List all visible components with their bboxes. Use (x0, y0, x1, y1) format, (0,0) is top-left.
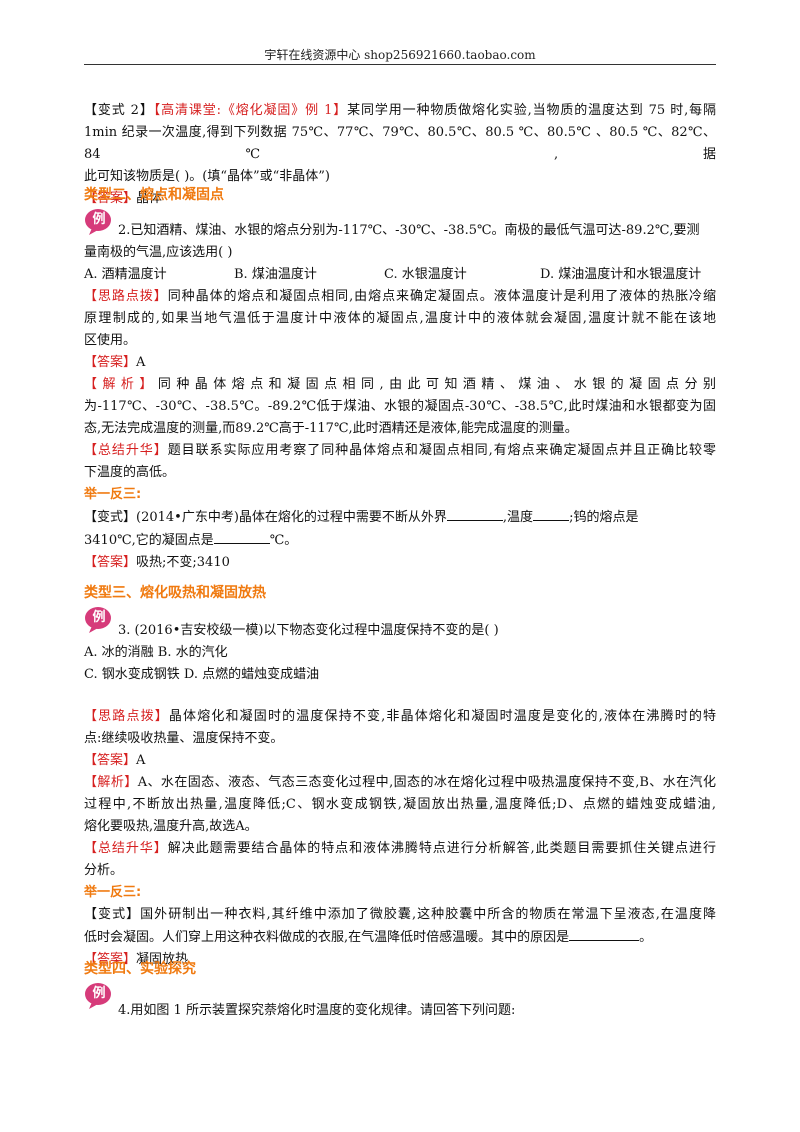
variant2-line1: 【变式 2】【高清课堂:《熔化凝固》例 1】某同学用一种物质做熔化实验,当物质的… (84, 100, 716, 122)
type3-question: 3. (2016•吉安校级一模)以下物态变化过程中温度保持不变的是( ) A. … (84, 620, 716, 971)
type3-analysis-line1: 【解析】A、水在固态、液态、气态三态变化过程中,固态的冰在熔化过程中吸热温度保持… (84, 772, 716, 794)
answer-text: 晶体 (136, 191, 163, 206)
variant2-line2: 1min 纪录一次温度,得到下列数据 75℃、77℃、79℃、80.5℃、80.… (84, 125, 716, 162)
badge-label: 例 (92, 212, 106, 227)
type3-variant-line1: 【变式】国外研制出一种衣料,其纤维中添加了微胶囊,这种胶囊中所含的物质在常温下呈… (84, 904, 716, 926)
type4-question: 4.用如图 1 所示装置探究萘熔化时温度的变化规律。请回答下列问题: (84, 1000, 716, 1022)
answer-text: 凝固放热 (136, 952, 189, 967)
variant2-tag: 【变式 2】 (84, 103, 154, 118)
blank-3 (213, 529, 270, 544)
page-header: 宇轩在线资源中心 shop256921660.taobao.com (264, 48, 536, 62)
type4-heading: 类型四、实验探究 (84, 961, 196, 977)
hint-tag: 【思路点拨】 (84, 709, 169, 724)
analysis-text-1: 同种晶体熔点和凝固点相同,由此可知酒精、煤油、水银的凝固点分别 (157, 377, 716, 392)
type2-options: A. 酒精温度计 B. 煤油温度计 C. 水银温度计 D. 煤油温度计和水银温度计 (84, 264, 716, 286)
analysis-tag: 【解析】 (84, 377, 158, 392)
answer-text: A (136, 753, 146, 768)
blank-2 (533, 506, 570, 521)
hint-tag: 【思路点拨】 (84, 289, 168, 304)
type2-variant-line1: 【变式】(2014•广东中考)晶体在熔化的过程中需要不断从外界 ,温度 ;钨的熔点是 (84, 506, 716, 529)
summary-tag: 【总结升华】 (84, 443, 168, 458)
type3-analysis-line2: 过程中,不断放出热量,温度降低;C、钢水变成钢铁,凝固放出热量,温度降低;D、点… (84, 797, 716, 812)
summary-tag: 【总结升华】 (84, 841, 168, 856)
analysis-text-1: A、水在固态、液态、气态三态变化过程中,固态的冰在熔化过程中吸热温度保持不变,B… (137, 775, 716, 790)
example-badge-icon: 例 (84, 206, 114, 236)
blank-1 (446, 506, 503, 521)
practice-heading: 举一反三: (84, 487, 142, 502)
type3-options-line2: C. 钢水变成钢铁 D. 点燃的蜡烛变成蜡油 (84, 667, 320, 682)
type2-summary-line1: 【总结升华】题目联系实际应用考察了同种晶体熔点和凝固点相同,有熔点来确定凝固点并… (84, 440, 716, 462)
variant2-line3: 此可知该物质是( )。(填“晶体”或“非晶体”) (84, 169, 331, 184)
type2-variant-answer: 【答案】吸热;不变;3410 (84, 552, 716, 574)
type2-q-line2: 量南极的气温,应该选用( ) (84, 245, 233, 260)
badge-label: 例 (92, 610, 106, 625)
type4-q-line1: 4.用如图 1 所示装置探究萘熔化时温度的变化规律。请回答下列问题: (118, 1003, 516, 1018)
type2-analysis-line3: 态,无法完成温度的测量,而89.2℃高于-117℃,此时酒精还是液体,能完成温度… (84, 421, 578, 436)
spacer (84, 686, 716, 706)
hint-text-1: 晶体熔化和凝固时的温度保持不变,非晶体熔化和凝固时温度是变化的,液体在沸腾时的特 (168, 709, 716, 724)
option-d: D. 煤油温度计和水银温度计 (540, 267, 702, 282)
variant-text-e: ℃。 (269, 533, 298, 548)
variant2-block: 【变式 2】【高清课堂:《熔化凝固》例 1】某同学用一种物质做熔化实验,当物质的… (84, 100, 716, 210)
type2-q-line1: 2.已知酒精、煤油、水银的熔点分别为-117℃、-30℃、-38.5℃。南极的最… (118, 223, 700, 238)
type2-hint-line1: 【思路点拨】同种晶体的熔点和凝固点相同,由熔点来确定凝固点。液体温度计是利用了液… (84, 286, 716, 308)
type3-summary-line2: 分析。 (84, 863, 124, 878)
summary-text-1: 解决此题需要结合晶体的特点和液体沸腾特点进行分析解答,此类题目需要抓住关键点进行 (167, 841, 716, 856)
option-c: C. 水银温度计 (384, 267, 467, 282)
variant-text-b: 。 (639, 930, 653, 945)
blank-1 (569, 926, 640, 941)
type2-summary-line2: 下温度的高低。 (84, 465, 176, 480)
type3-options-line1: A. 冰的消融 B. 水的汽化 (84, 645, 228, 660)
header-divider (84, 64, 716, 65)
type2-hint-line2: 原理制成的,如果当地气温低于温度计中液体的凝固点,温度计中的液体就会凝固,温度计… (84, 311, 716, 326)
practice-heading: 举一反三: (84, 885, 142, 900)
type2-analysis-line1: 【解析】同种晶体熔点和凝固点相同,由此可知酒精、煤油、水银的凝固点分别 (84, 374, 716, 396)
type2-variant-line2: 3410℃,它的凝固点是 ℃。 (84, 529, 716, 552)
hint-text-1: 同种晶体的熔点和凝固点相同,由熔点来确定凝固点。液体温度计是利用了液体的热胀冷缩 (167, 289, 716, 304)
type3-analysis-line3: 熔化要吸热,温度升高,故选A。 (84, 819, 258, 834)
variant-text-b: ,温度 (502, 510, 534, 525)
variant2-source-tag: 【高清课堂:《熔化凝固》例 1】 (153, 103, 348, 118)
variant2-answer: 【答案】晶体 (84, 188, 716, 210)
type2-hint-line3: 区使用。 (84, 333, 137, 348)
type3-heading: 类型三、熔化吸热和凝固放热 (84, 585, 266, 601)
type3-variant-answer: 【答案】凝固放热 (84, 949, 716, 971)
badge-label: 例 (92, 986, 106, 1001)
analysis-tag: 【解析】 (84, 775, 138, 790)
option-a: A. 酒精温度计 (84, 267, 167, 282)
answer-tag: 【答案】 (84, 191, 137, 206)
example-badge-icon: 例 (84, 980, 114, 1010)
variant2-text-1: 某同学用一种物质做熔化实验,当物质的温度达到 75 时,每隔 (347, 103, 716, 118)
answer-tag: 【答案】 (84, 555, 137, 570)
type2-heading: 类型二、熔点和凝固点 (84, 187, 224, 203)
type2-answer: 【答案】A (84, 352, 716, 374)
answer-tag: 【答案】 (84, 952, 137, 967)
type3-answer: 【答案】A (84, 750, 716, 772)
variant-text-d: 3410℃,它的凝固点是 (84, 533, 214, 548)
variant-tag: 【变式】 (84, 907, 141, 922)
summary-text-1: 题目联系实际应用考察了同种晶体熔点和凝固点相同,有熔点来确定凝固点并且正确比较零 (167, 443, 716, 458)
answer-tag: 【答案】 (84, 355, 137, 370)
type3-hint-line1: 【思路点拨】晶体熔化和凝固时的温度保持不变,非晶体熔化和凝固时温度是变化的,液体… (84, 706, 716, 728)
option-b: B. 煤油温度计 (234, 267, 317, 282)
variant-text-a: (2014•广东中考)晶体在熔化的过程中需要不断从外界 (136, 510, 447, 525)
type3-q-line1: 3. (2016•吉安校级一模)以下物态变化过程中温度保持不变的是( ) (118, 623, 499, 638)
variant-tag: 【变式】 (84, 510, 137, 525)
variant-text-c: ;钨的熔点是 (569, 510, 639, 525)
variant-text-a: 低时会凝固。人们穿上用这种衣料做成的衣服,在气温降低时倍感温暖。其中的原因是 (84, 930, 570, 945)
type2-analysis-line2: 为-117℃、-30℃、-38.5℃。-89.2℃低于煤油、水银的凝固点-30℃… (84, 399, 716, 414)
variant-text-1: 国外研制出一种衣料,其纤维中添加了微胶囊,这种胶囊中所含的物质在常温下呈液态,在… (140, 907, 716, 922)
answer-tag: 【答案】 (84, 753, 137, 768)
type3-variant-line2: 低时会凝固。人们穿上用这种衣料做成的衣服,在气温降低时倍感温暖。其中的原因是 。 (84, 926, 716, 949)
type3-summary-line1: 【总结升华】解决此题需要结合晶体的特点和液体沸腾特点进行分析解答,此类题目需要抓… (84, 838, 716, 860)
answer-text: 吸热;不变;3410 (136, 555, 230, 570)
answer-text: A (136, 355, 146, 370)
type3-hint-line2: 点:继续吸收热量、温度保持不变。 (84, 731, 284, 746)
type2-question: 2.已知酒精、煤油、水银的熔点分别为-117℃、-30℃、-38.5℃。南极的最… (84, 220, 716, 574)
example-badge-icon: 例 (84, 604, 114, 634)
